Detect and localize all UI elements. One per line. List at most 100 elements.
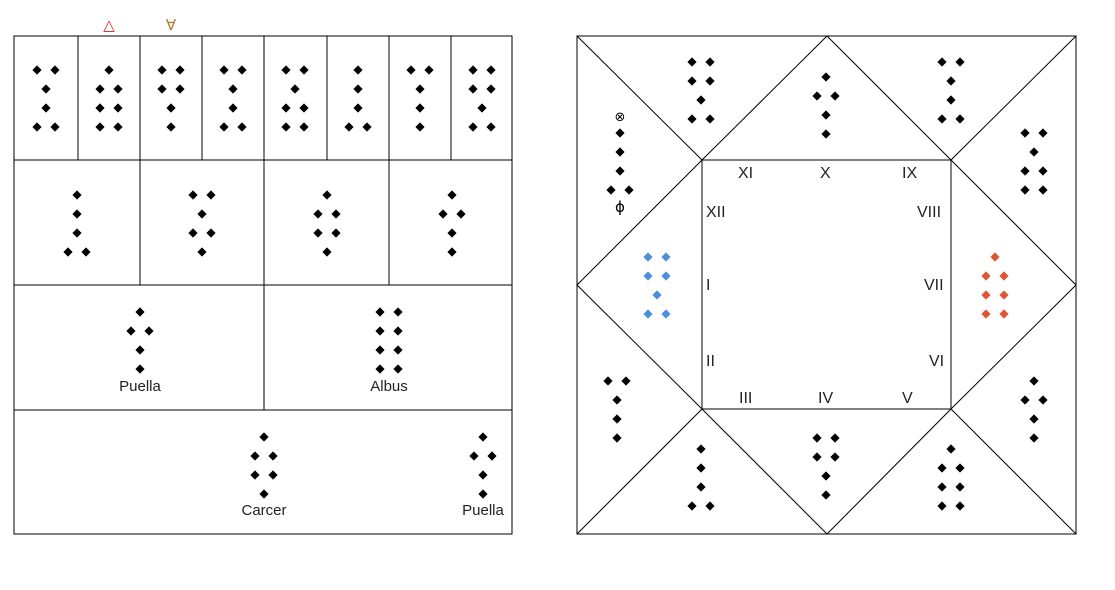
house-inner-square — [701, 159, 952, 410]
figure-dot — [237, 65, 247, 75]
house-numeral-9: IX — [902, 165, 917, 182]
house-line — [950, 284, 1077, 410]
figure-dot — [447, 247, 457, 257]
figure-dot — [615, 128, 625, 138]
figure-dot — [113, 122, 123, 132]
house-numeral-3: III — [739, 390, 752, 407]
house-line — [576, 284, 703, 410]
figure-dot — [81, 247, 91, 257]
figure-dot — [687, 114, 697, 124]
house-numeral-2: II — [706, 353, 715, 370]
figure-dot — [375, 307, 385, 317]
figure-dot — [290, 84, 300, 94]
part-of-fortune-symbol: ⊗ — [615, 110, 626, 125]
figure-dot — [41, 103, 51, 113]
figure-dot — [353, 103, 363, 113]
figure-dot — [955, 114, 965, 124]
figure-dot — [206, 228, 216, 238]
figure-dot — [830, 91, 840, 101]
figure-dot — [50, 122, 60, 132]
figure-dot — [72, 190, 82, 200]
figure-dot — [72, 209, 82, 219]
figure-dot — [1029, 433, 1039, 443]
shield-figures — [32, 65, 497, 499]
phi-symbol: ϕ — [615, 198, 625, 216]
shield-top-figure — [406, 65, 434, 132]
figure-dot — [113, 103, 123, 113]
figure-dot — [95, 122, 105, 132]
house-numeral-12: XII — [706, 204, 726, 221]
figure-dot — [259, 489, 269, 499]
figure-dot — [999, 290, 1009, 300]
house-numeral-11: XI — [738, 165, 753, 182]
figure-dot — [937, 57, 947, 67]
house-figure — [1020, 376, 1048, 443]
figure-dot — [937, 501, 947, 511]
figure-dot — [1020, 395, 1030, 405]
figure-dot — [95, 103, 105, 113]
house-line — [701, 35, 828, 161]
figure-dot — [322, 190, 332, 200]
figure-dot — [478, 432, 488, 442]
figure-dot — [393, 345, 403, 355]
figure-dot — [228, 103, 238, 113]
figure-dot — [469, 451, 479, 461]
house-figure — [937, 57, 965, 124]
figure-dot — [999, 271, 1009, 281]
figure-dot — [812, 452, 822, 462]
figure-dot — [281, 122, 291, 132]
figure-dot — [228, 84, 238, 94]
figure-dot — [830, 433, 840, 443]
figure-dot — [661, 252, 671, 262]
figure-dot — [313, 228, 323, 238]
figure-dot — [1038, 395, 1048, 405]
figure-dot — [447, 190, 457, 200]
figure-dot — [188, 190, 198, 200]
figure-dot — [157, 84, 167, 94]
figure-dot — [687, 501, 697, 511]
figure-dot — [268, 451, 278, 461]
figure-dot — [157, 65, 167, 75]
figure-dot — [478, 489, 488, 499]
figure-dot — [687, 76, 697, 86]
figure-dot — [652, 290, 662, 300]
figure-dot — [32, 122, 42, 132]
seventh-house-figure — [981, 252, 1009, 319]
figure-dot — [821, 110, 831, 120]
figure-dot — [375, 345, 385, 355]
house-figure — [687, 444, 715, 511]
fire-element-symbol: △ — [103, 16, 115, 34]
house-numeral-4: IV — [818, 390, 833, 407]
figure-dot — [50, 65, 60, 75]
figure-dot — [981, 290, 991, 300]
figure-dot — [705, 57, 715, 67]
figure-dot — [643, 252, 653, 262]
figure-dot — [63, 247, 73, 257]
figure-dot — [603, 376, 613, 386]
shield-chart: △ ∀ Puella Albus Carcer Puella — [13, 16, 513, 535]
shield-top-figure — [344, 65, 372, 132]
figure-dot — [696, 95, 706, 105]
figure-dot — [188, 228, 198, 238]
house-numeral-7: VII — [924, 277, 944, 294]
figure-dot — [696, 444, 706, 454]
figure-dot — [1038, 128, 1048, 138]
figure-dot — [643, 309, 653, 319]
figure-dot — [946, 444, 956, 454]
figure-dot — [612, 433, 622, 443]
house-numeral-10: X — [820, 165, 831, 182]
figure-dot — [955, 57, 965, 67]
niece-figure — [313, 190, 341, 257]
figure-dot — [812, 433, 822, 443]
figure-dot — [447, 228, 457, 238]
reconciler-figure — [469, 432, 497, 499]
shield-top-figure — [32, 65, 60, 132]
house-figure — [1020, 128, 1048, 195]
figure-dot — [197, 209, 207, 219]
figure-dot — [415, 122, 425, 132]
figure-dot — [113, 84, 123, 94]
figure-dot — [1029, 414, 1039, 424]
figure-dot — [606, 185, 616, 195]
figure-dot — [393, 307, 403, 317]
shield-top-figure — [468, 65, 496, 132]
